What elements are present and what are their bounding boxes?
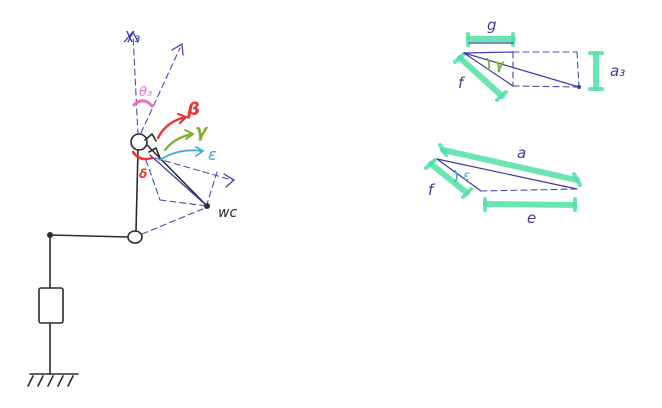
robot-arm <box>27 133 210 387</box>
label-a3: a₃ <box>610 62 625 80</box>
link-to-wrist <box>146 144 208 207</box>
label-a: a <box>517 144 526 162</box>
label-g: g <box>487 16 497 34</box>
dashed-right <box>576 51 580 88</box>
link-1 <box>49 234 129 238</box>
dashed-joint2-wrist <box>141 207 206 235</box>
construction-lines-left <box>127 30 236 235</box>
e-highlight <box>483 201 577 208</box>
joint-3 <box>130 133 148 151</box>
tri-top-edge <box>463 51 514 54</box>
tri2-dashed-bottom <box>480 188 578 192</box>
tri2-top-edge <box>436 158 578 190</box>
link-2 <box>135 149 139 232</box>
label-beta: β <box>186 99 200 120</box>
label-epsilon: ε <box>208 145 217 164</box>
f-highlight-top <box>457 55 505 99</box>
label-f-bottom: f <box>428 181 436 199</box>
label-wc: wc <box>218 205 237 221</box>
label-gamma: γ <box>195 121 209 142</box>
label-delta: δ <box>139 167 147 181</box>
beta-arrow <box>176 112 188 125</box>
dashed-drop <box>206 171 218 205</box>
f-highlight-bottom <box>428 161 470 196</box>
theta3-arc <box>132 99 154 108</box>
angle-arcs <box>131 99 205 161</box>
label-epsilon-bottom: ε <box>463 169 470 184</box>
joint-2 <box>127 230 143 244</box>
dashed-lower-b <box>159 199 208 207</box>
ground-hatching <box>27 375 74 387</box>
top-right-diagram <box>453 32 604 102</box>
dashed-ref-right <box>154 157 233 181</box>
theta-ref-arrow <box>171 42 184 56</box>
a-highlight <box>440 147 580 183</box>
beta-arc <box>156 115 187 140</box>
label-x3: X₃ <box>123 28 140 46</box>
epsilon-bottom-arc <box>454 169 458 183</box>
dashed-bottom <box>512 85 580 88</box>
offset-bracket <box>144 133 157 142</box>
bottom-right-diagram <box>424 143 582 212</box>
wrist-center-dot <box>204 203 210 209</box>
tri2-left-edge <box>436 158 482 192</box>
label-gamma-top: γ <box>495 58 505 73</box>
prismatic-joint <box>38 287 64 324</box>
gamma-arc <box>163 132 194 152</box>
gamma-top-arc <box>486 57 491 71</box>
label-f-top: f <box>458 74 466 92</box>
epsilon-arrow <box>195 146 205 157</box>
delta-arc <box>131 150 154 161</box>
x3-axis-line <box>132 34 139 136</box>
dashed-lower-a <box>145 159 161 201</box>
gamma-arrow <box>184 129 195 140</box>
tri-hypotenuse <box>463 52 580 88</box>
link-to-wrist-inner <box>149 154 208 207</box>
dashed-ref-right-arrow <box>223 173 236 188</box>
label-e: e <box>527 209 536 227</box>
epsilon-arc <box>159 149 203 161</box>
offset-bracket-2 <box>148 147 161 159</box>
x3-axis-arrow <box>127 30 139 43</box>
label-theta3: θ₃ <box>139 85 152 100</box>
theta-ref-line <box>140 47 181 134</box>
